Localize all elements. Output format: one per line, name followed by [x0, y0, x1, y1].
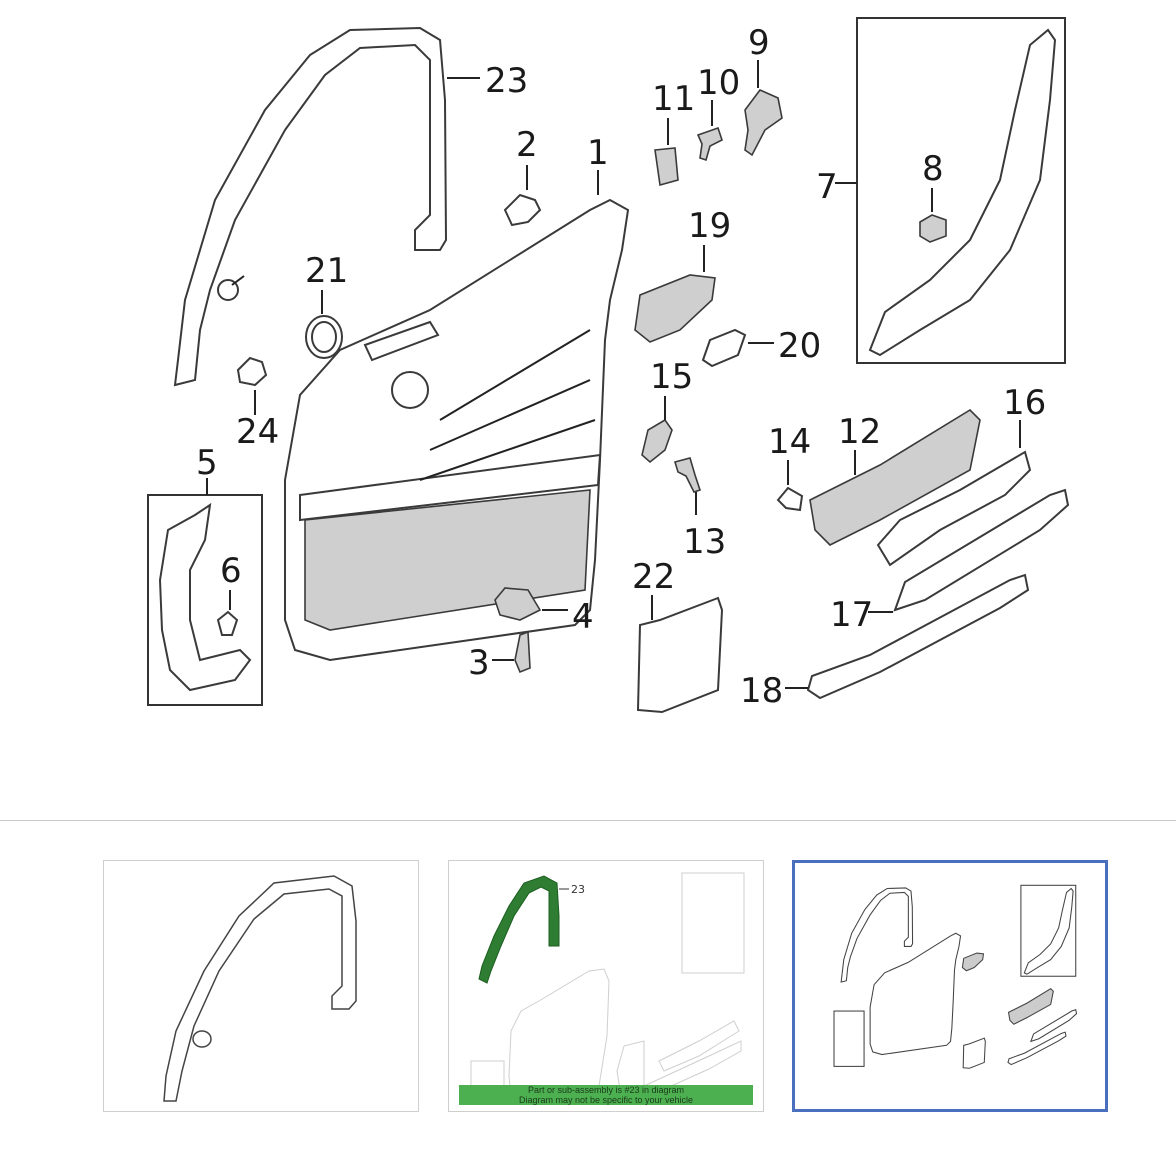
part-15-bracket[interactable]: [641, 418, 673, 464]
callout-21: 21: [305, 251, 348, 291]
part-13-screw[interactable]: [673, 457, 702, 493]
callout-16: 16: [1003, 383, 1046, 423]
part-17-trim-strip[interactable]: [893, 488, 1070, 612]
part-4-bracket[interactable]: [494, 587, 542, 621]
callout-24: 24: [236, 412, 279, 452]
callout-18: 18: [740, 671, 783, 711]
part-12-switch-panel[interactable]: [809, 408, 981, 546]
callout-3: 3: [468, 643, 490, 683]
part-2-clip[interactable]: [503, 193, 542, 227]
highlighted-part-23: [478, 875, 560, 984]
part-10-screw[interactable]: [696, 126, 723, 162]
part-23-weatherstrip[interactable]: [173, 26, 448, 387]
callout-13: 13: [683, 522, 726, 562]
part-6-fastener[interactable]: [216, 610, 239, 636]
callout-20: 20: [778, 326, 821, 366]
part-19-handle[interactable]: [634, 274, 716, 343]
callout-7: 7: [816, 167, 838, 207]
part-11-clip[interactable]: [654, 147, 679, 187]
thumbnail-full-diagram[interactable]: [792, 860, 1108, 1112]
diagram-note-banner: Part or sub-assembly is #23 in diagram D…: [459, 1085, 753, 1105]
callout-5: 5: [196, 443, 218, 483]
callout-9: 9: [748, 23, 770, 63]
thumbnail-part-23-image: [163, 875, 357, 1102]
part-7-armrest-trim[interactable]: [868, 28, 1057, 357]
part-14-clip[interactable]: [776, 486, 804, 512]
part-5-bracket[interactable]: [158, 502, 252, 692]
parts-diagram: 23 2 1 21 24 5 6 4: [147, 17, 1070, 714]
callout-1: 1: [587, 133, 609, 173]
callout-4: 4: [572, 597, 594, 637]
callout-22: 22: [632, 557, 675, 597]
callout-12: 12: [838, 412, 881, 452]
part-21-round-cover[interactable]: [305, 315, 343, 359]
thumbnail-callout-23: 23: [571, 883, 585, 896]
callout-10: 10: [697, 63, 740, 103]
callout-8: 8: [922, 149, 944, 189]
callout-2: 2: [516, 125, 538, 165]
callout-23: 23: [485, 61, 528, 101]
part-9-bracket[interactable]: [744, 89, 783, 157]
thumbnail-highlight-image: 23: [470, 872, 745, 1102]
callout-17: 17: [830, 595, 873, 635]
callout-6: 6: [220, 551, 242, 591]
callout-19: 19: [688, 206, 731, 246]
part-8-plug[interactable]: [919, 214, 947, 243]
callout-11: 11: [652, 79, 695, 119]
part-22-pocket-panel[interactable]: [636, 596, 724, 714]
thumbnail-part-23[interactable]: [103, 860, 419, 1112]
inset-box-5: [147, 494, 263, 706]
part-16-bracket[interactable]: [876, 450, 1032, 567]
part-24-plug[interactable]: [236, 356, 268, 387]
thumbnail-highlight[interactable]: 23 Part or sub-assembly is #23 in diagra…: [448, 860, 764, 1112]
part-18-lower-trim[interactable]: [806, 573, 1030, 700]
inset-box-7: [856, 17, 1066, 364]
callout-14: 14: [768, 422, 811, 462]
part-20-cover[interactable]: [701, 328, 747, 368]
callout-15: 15: [650, 357, 693, 397]
banner-line-1: Part or sub-assembly is #23 in diagram: [527, 1085, 685, 1095]
section-divider: [0, 820, 1176, 821]
thumbnail-full-diagram-image: [833, 884, 1078, 1069]
part-3-pin[interactable]: [514, 630, 531, 674]
banner-line-2: Diagram may not be specific to your vehi…: [518, 1095, 694, 1105]
